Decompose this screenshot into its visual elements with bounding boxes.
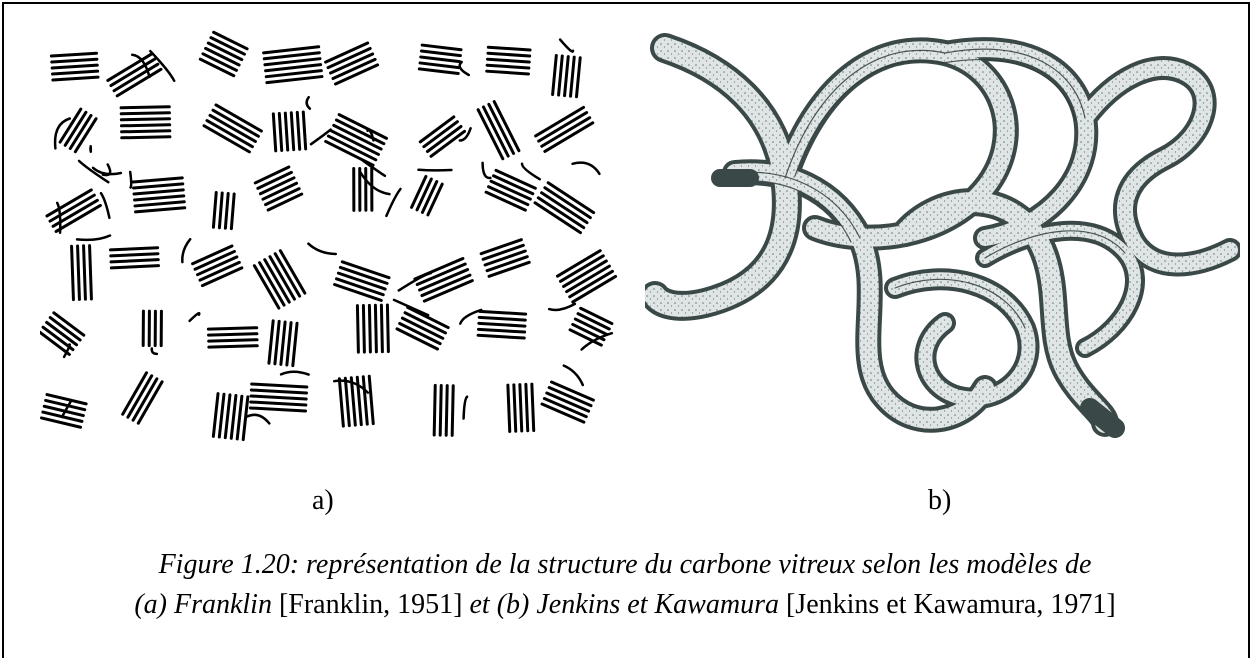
- crystallite-link: [332, 379, 370, 394]
- panel-a-label: a): [312, 485, 334, 516]
- panel-b-label: b): [928, 485, 952, 516]
- crystallite-link: [397, 271, 433, 292]
- crystallite-stack: [141, 309, 163, 348]
- crystallite-link: [279, 370, 310, 376]
- crystallite-stack: [479, 238, 531, 278]
- crystallite-stack: [109, 246, 160, 270]
- crystallite-stack: [410, 174, 444, 217]
- crystallite-stack: [262, 45, 324, 85]
- crystallite-link: [149, 49, 176, 83]
- crystallite-link: [75, 234, 112, 242]
- crystallite-link: [128, 170, 133, 189]
- crystallite-stack: [40, 393, 88, 429]
- crystallite-stack: [131, 176, 187, 214]
- crystallite-stack: [324, 41, 380, 86]
- crystallite-stack: [211, 392, 250, 442]
- crystallite-stack: [324, 113, 389, 167]
- crystallite-stack: [506, 382, 536, 433]
- crystallite-stack: [106, 52, 163, 98]
- crystallite-stack: [248, 382, 309, 413]
- crystallite-link: [562, 364, 585, 387]
- crystallite-link: [520, 162, 541, 181]
- crystallite-link: [181, 237, 192, 264]
- crystallite-stack: [551, 53, 582, 99]
- caption-model-a: (a) Franklin: [134, 589, 272, 620]
- crystallite-link: [305, 95, 312, 110]
- crystallite-stack: [432, 383, 455, 437]
- crystallite-link: [309, 128, 332, 146]
- crystallite-stack: [417, 43, 463, 76]
- crystallite-stack: [45, 188, 102, 233]
- caption-reference-b: [Jenkins et Kawamura, 1971]: [778, 589, 1116, 620]
- figure-caption: Figure 1.20: représentation de la struct…: [0, 545, 1250, 625]
- crystallite-stack: [191, 244, 244, 288]
- crystallite-stack: [206, 326, 259, 349]
- crystallite-link: [130, 53, 151, 79]
- crystallite-link: [458, 60, 471, 77]
- crystallite-network-drawing: [40, 30, 618, 442]
- crystallite-stack: [568, 306, 614, 347]
- ribbon-network-drawing: [645, 33, 1240, 438]
- crystallite-stack: [121, 371, 164, 425]
- crystallite-link: [481, 161, 492, 180]
- crystallite-stack: [211, 191, 236, 231]
- crystallite-link: [53, 117, 72, 150]
- crystallite-link: [385, 187, 402, 218]
- crystallite-stack: [355, 303, 390, 354]
- crystallite-stack: [333, 260, 391, 302]
- crystallite-stack: [253, 165, 304, 212]
- crystallite-link: [458, 127, 472, 142]
- crystallite-stack: [485, 45, 532, 76]
- crystallite-stack: [476, 309, 528, 340]
- crystallite-stack: [252, 249, 307, 310]
- crystallite-link: [188, 311, 201, 323]
- caption-model-b: et (b) Jenkins et Kawamura: [469, 589, 779, 620]
- crystallite-stack: [352, 166, 374, 212]
- crystallite-stack: [271, 110, 308, 153]
- crystallite-link: [91, 166, 123, 176]
- crystallite-link: [462, 395, 469, 420]
- crystallite-link: [150, 347, 159, 356]
- crystallite-stack: [49, 51, 100, 82]
- crystallite-link: [571, 161, 601, 176]
- caption-reference-a: [Franklin, 1951]: [271, 589, 470, 620]
- crystallite-link: [361, 159, 387, 178]
- crystallite-stack: [555, 249, 618, 304]
- crystallite-link: [366, 128, 375, 142]
- crystallite-stack: [540, 380, 595, 424]
- crystallite-link: [558, 38, 575, 53]
- crystallite-link: [359, 171, 391, 196]
- crystallite-stack: [119, 105, 172, 140]
- crystallite-link: [246, 413, 271, 425]
- crystallite-stack: [70, 244, 93, 302]
- crystallite-stack: [395, 305, 450, 351]
- crystallite-stack: [413, 257, 474, 303]
- crystallite-link: [459, 308, 483, 325]
- caption-line-2: (a) Franklin [Franklin, 1951] et (b) Jen…: [0, 585, 1250, 625]
- crystallite-stack: [58, 107, 98, 154]
- crystallite-stack: [484, 168, 537, 212]
- jenkins-kawamura-model-illustration: [645, 28, 1240, 438]
- crystallite-stack: [534, 105, 595, 153]
- crystallite-stack: [198, 30, 249, 78]
- crystallite-link: [580, 331, 614, 351]
- crystallite-stack: [476, 100, 521, 161]
- crystallite-link: [307, 242, 338, 256]
- crystallite-link: [60, 400, 72, 419]
- caption-line-1: Figure 1.20: représentation de la struct…: [158, 549, 1092, 580]
- crystallite-stack: [533, 181, 596, 235]
- crystallite-link: [99, 191, 111, 220]
- crystallite-link: [62, 343, 72, 359]
- crystallite-link: [77, 159, 110, 184]
- crystallite-stack: [40, 311, 86, 356]
- crystallite-stack: [267, 319, 299, 368]
- crystallite-stack: [418, 115, 467, 158]
- franklin-model-illustration: [40, 30, 620, 445]
- crystallite-link: [547, 302, 577, 312]
- crystallite-link: [417, 168, 453, 172]
- crystallite-link: [55, 201, 62, 234]
- crystallite-stack: [202, 103, 263, 154]
- crystallite-link: [392, 298, 430, 317]
